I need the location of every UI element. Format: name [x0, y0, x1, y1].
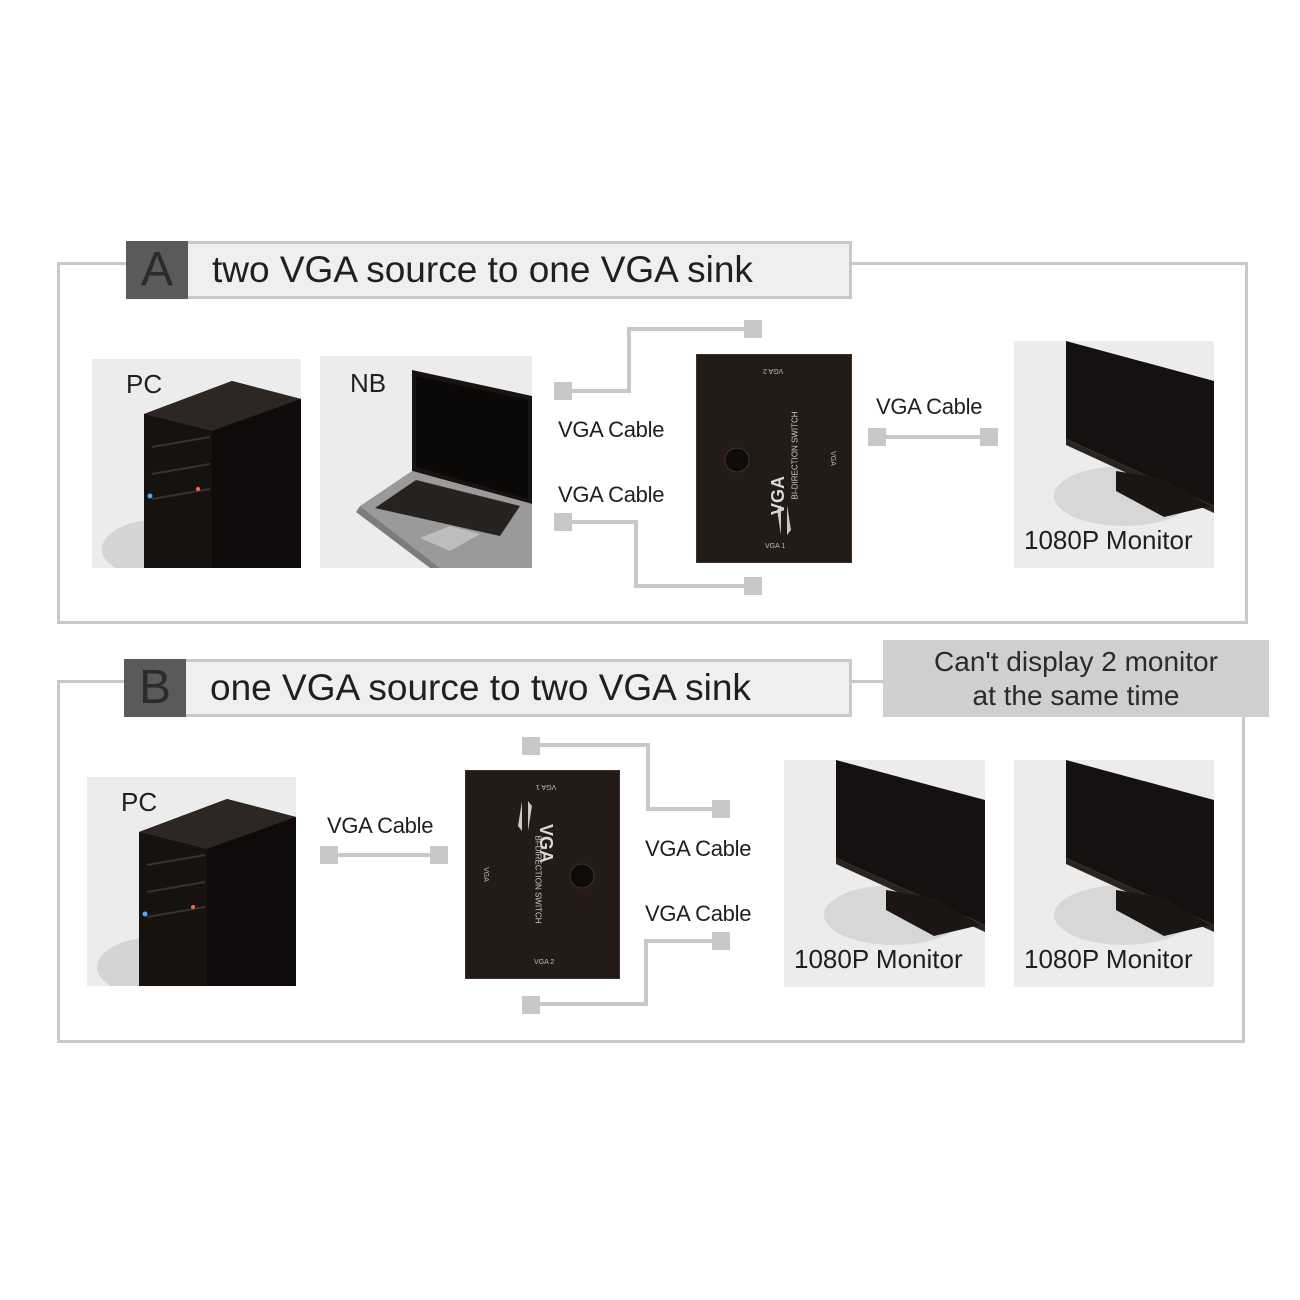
cable-a-upper: [572, 327, 744, 393]
nb-photo: NB: [320, 356, 532, 568]
vga-switch-a: VGA 2 VGA 1 VGA VGA BI-DIRECTION SWITCH: [696, 354, 852, 563]
section-b-note: Can't display 2 monitor at the same time: [883, 640, 1269, 717]
section-a-header: A two VGA source to one VGA sink: [126, 241, 852, 299]
vga-switch-icon: [518, 801, 595, 889]
monitor-photo-a: 1080P Monitor: [1014, 341, 1214, 568]
cable-b-upper: [538, 743, 712, 811]
nb-label: NB: [350, 368, 387, 398]
monitor-label-b-2: 1080P Monitor: [1024, 944, 1193, 974]
switch-b-port-bottom: VGA 2: [534, 959, 555, 966]
pc-photo-a: PC: [92, 359, 301, 568]
pc-photo-b: PC: [87, 777, 296, 986]
cable-label-b-2: VGA Cable: [645, 836, 752, 861]
section-a-title: two VGA source to one VGA sink: [188, 241, 852, 299]
pc-tower-icon: [97, 799, 296, 986]
connector-a4: [744, 577, 762, 595]
connector-b6: [712, 932, 730, 950]
monitor-photo-b-1: 1080P Monitor: [784, 760, 985, 987]
section-b-header: B one VGA source to two VGA sink: [124, 659, 852, 717]
monitor-label-b-1: 1080P Monitor: [794, 944, 963, 974]
note-line-1: Can't display 2 monitor: [934, 646, 1218, 677]
monitor-icon: [1054, 341, 1214, 526]
connector-a1: [554, 382, 572, 400]
laptop-icon: [356, 370, 532, 568]
monitor-label-a: 1080P Monitor: [1024, 525, 1193, 555]
switch-a-port-bottom: VGA 1: [765, 543, 786, 550]
connector-b4: [712, 800, 730, 818]
vga-switch-b: VGA 1 VGA 2 VGA VGA BI-DIRECTION SWITCH: [465, 770, 620, 979]
section-a-letter: A: [126, 241, 188, 299]
cable-label-b-1: VGA Cable: [327, 813, 434, 838]
connector-a3: [554, 513, 572, 531]
connector-a6: [980, 428, 998, 446]
connector-b5: [522, 996, 540, 1014]
vga-switch-icon: [724, 447, 791, 535]
cable-b-lower: [538, 939, 712, 1006]
monitor-icon: [824, 760, 985, 945]
connector-b1: [320, 846, 338, 864]
pc-label-a: PC: [126, 369, 163, 399]
cable-a-lower: [572, 520, 744, 588]
monitor-icon: [1054, 760, 1214, 945]
cable-label-b-3: VGA Cable: [645, 901, 752, 926]
connector-a5: [868, 428, 886, 446]
note-line-2: at the same time: [972, 680, 1180, 711]
section-b-letter: B: [124, 659, 186, 717]
cable-label-a-2: VGA Cable: [558, 482, 665, 507]
pc-label-b: PC: [121, 787, 158, 817]
connector-b2: [430, 846, 448, 864]
cable-label-a-1: VGA Cable: [558, 417, 665, 442]
cable-label-a-3: VGA Cable: [876, 394, 983, 419]
section-b-title: one VGA source to two VGA sink: [186, 659, 852, 717]
monitor-photo-b-2: 1080P Monitor: [1014, 760, 1214, 987]
connector-a2: [744, 320, 762, 338]
connector-b3: [522, 737, 540, 755]
pc-tower-icon: [102, 381, 301, 568]
